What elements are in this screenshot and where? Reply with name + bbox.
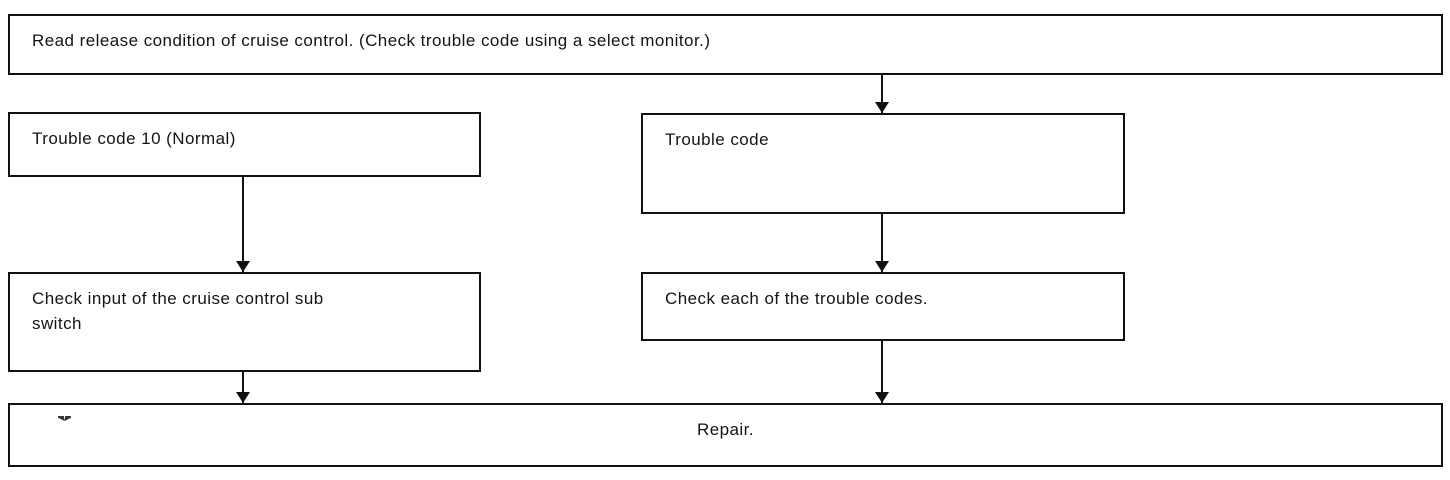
flow-node-read-release-condition-label: Read release condition of cruise control… (32, 31, 711, 50)
arrowhead-down-icon (875, 102, 889, 113)
arrowhead-down-icon (236, 261, 250, 272)
connector-line (881, 341, 883, 403)
flow-node-trouble-code-label: Trouble code (665, 130, 769, 149)
flow-node-check-sub-switch[interactable]: Check input of the cruise control sub sw… (8, 272, 481, 372)
arrowhead-down-icon (875, 261, 889, 272)
flow-node-trouble-code-10[interactable]: Trouble code 10 (Normal) (8, 112, 481, 177)
connector-line (881, 75, 883, 113)
flow-node-check-sub-switch-label: Check input of the cruise control sub sw… (32, 289, 324, 333)
arrowhead-down-icon (875, 392, 889, 403)
connector-line (881, 214, 883, 272)
flow-node-trouble-code-10-label: Trouble code 10 (Normal) (32, 129, 236, 148)
flow-node-read-release-condition[interactable]: Read release condition of cruise control… (8, 14, 1443, 75)
connector-line (242, 372, 244, 403)
arrowhead-down-icon (236, 392, 250, 403)
flow-node-check-each-trouble-code[interactable]: Check each of the trouble codes. (641, 272, 1125, 341)
flow-node-repair-label: Repair. (696, 420, 754, 439)
flow-node-repair[interactable]: Repair. (8, 403, 1443, 467)
flow-node-check-each-trouble-code-label: Check each of the trouble codes. (665, 289, 928, 308)
flow-node-trouble-code[interactable]: Trouble code (641, 113, 1125, 214)
connector-line (242, 177, 244, 272)
